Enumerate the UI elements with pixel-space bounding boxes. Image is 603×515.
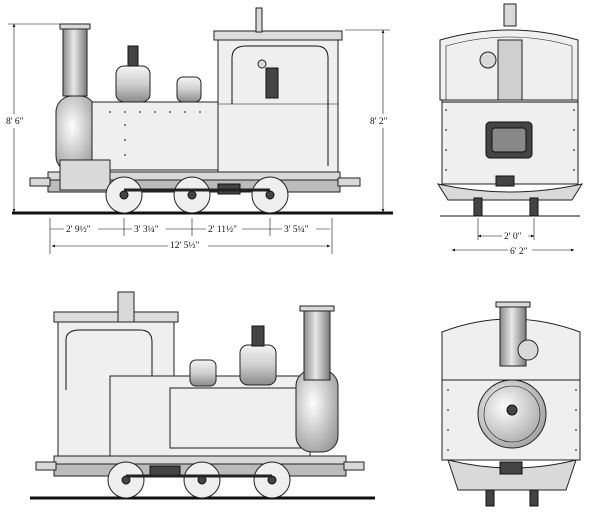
rear-end-view: 2' 0" 6' 2" — [436, 3, 584, 257]
chimney-lower — [303, 309, 331, 381]
dim-overall-length: 12' 5½" — [170, 240, 199, 251]
cab-window — [231, 45, 329, 166]
dim-seg4: 3' 5¼" — [284, 225, 309, 235]
sand-dome — [176, 76, 202, 103]
cab — [217, 37, 339, 173]
cylinder — [59, 159, 111, 191]
cab-roof — [213, 30, 343, 41]
side-elevation-left: 8' 6" 8' 2" 2' 9½" 3' 3¼" 2' 11½" 3' 5¼"… — [4, 7, 393, 254]
wheels — [105, 176, 289, 214]
dim-seg3: 2' 11½" — [208, 224, 237, 235]
dim-overall-width: 6' 2" — [510, 247, 528, 257]
chimney — [62, 25, 88, 97]
boiler-lower — [169, 387, 311, 449]
dim-overall-height: 8' 6" — [6, 117, 24, 127]
side-elevation-right — [30, 291, 375, 500]
front-end-view — [441, 301, 581, 507]
dim-seg2: 3' 3¼" — [134, 225, 159, 235]
dim-seg1: 2' 9½" — [66, 224, 91, 235]
dim-gauge: 2' 0" — [504, 232, 522, 242]
boiler — [91, 101, 223, 171]
steam-dome — [115, 65, 151, 103]
dim-cab-height: 8' 2" — [370, 117, 388, 127]
